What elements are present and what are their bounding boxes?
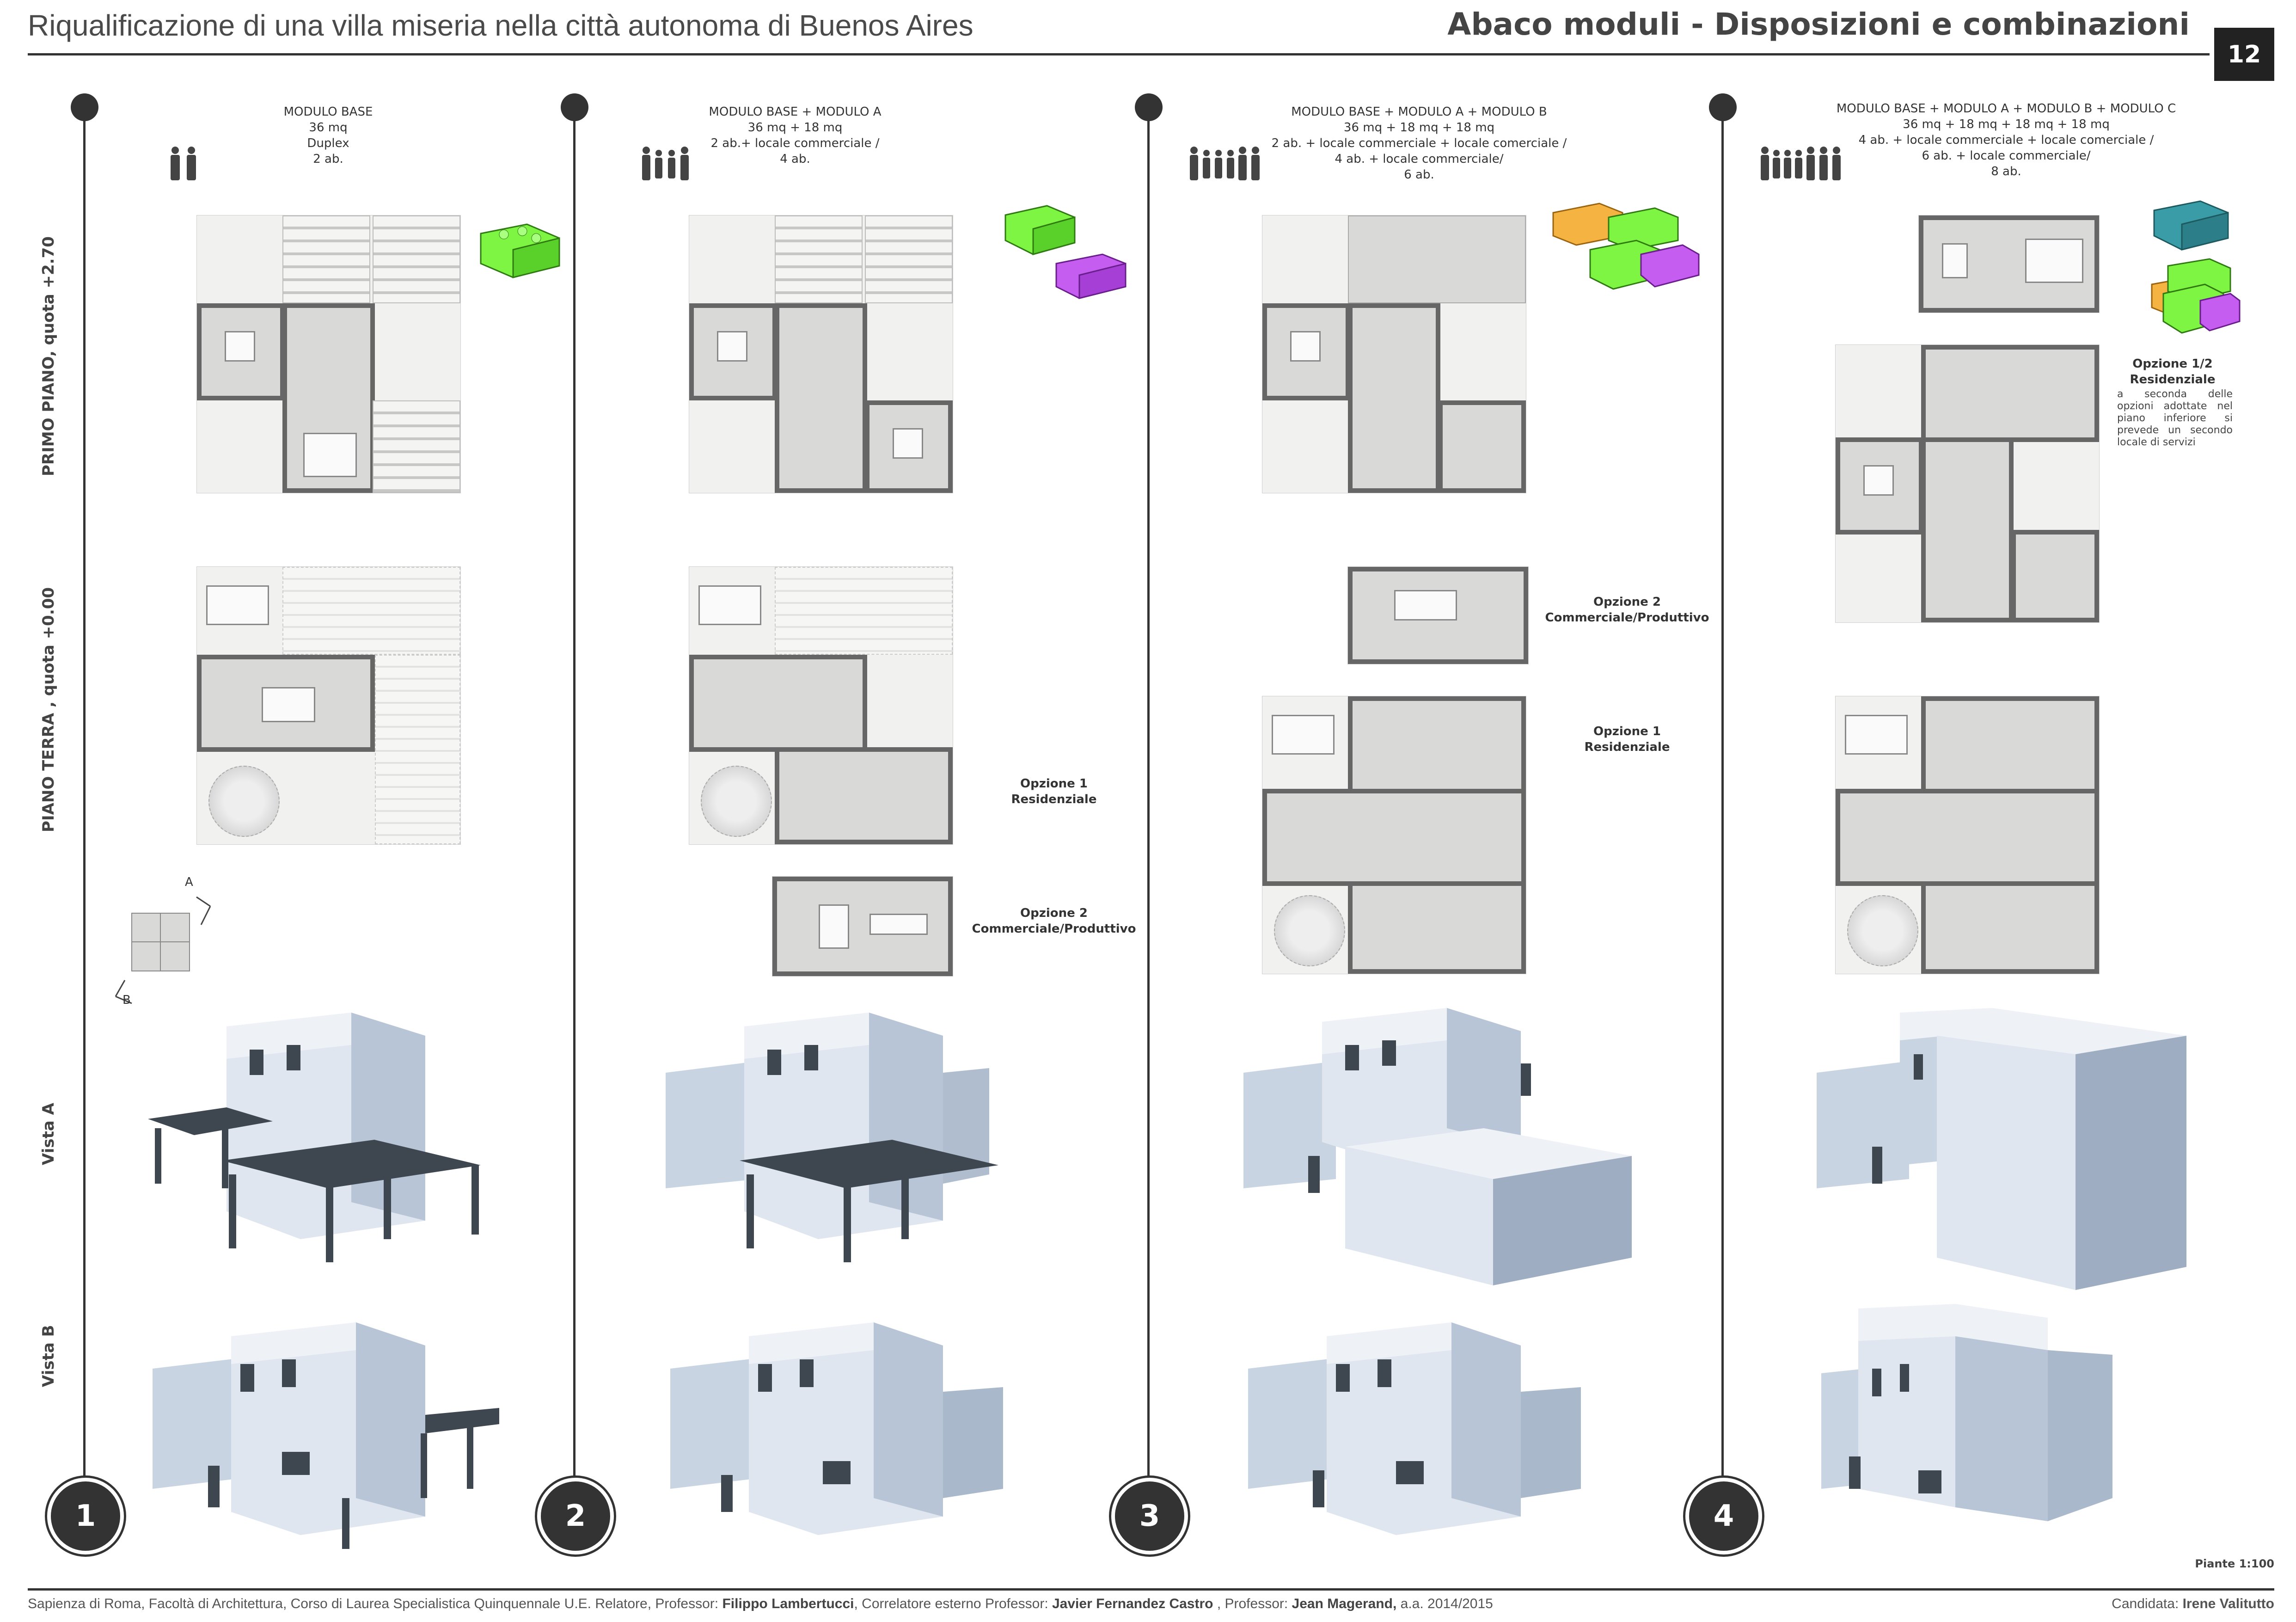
modules-abc-block-icon	[1552, 203, 1700, 290]
footer-candidate: Candidata: Irene Valitutto	[2112, 1596, 2274, 1611]
column-guide-line	[1147, 106, 1150, 1498]
section-title: Abaco moduli - Disposizioni e combinazio…	[1447, 6, 2190, 42]
row-label-view-a: Vista A	[39, 1103, 58, 1165]
ground-floor-plan-2	[689, 566, 953, 845]
occupants-icon	[171, 147, 196, 180]
column-number-4: 4	[1685, 1478, 1762, 1554]
row-label-view-b: Vista B	[39, 1325, 58, 1387]
first-floor-plan-1	[196, 215, 461, 493]
modules-abc-block-icon	[2151, 258, 2241, 334]
first-floor-extra-plan-4	[1918, 215, 2100, 313]
module-title-4: MODULO BASE + MODULO A + MODULO B + MODU…	[1836, 102, 2176, 178]
render-view-b-2	[670, 1322, 1003, 1535]
occupants-icon	[642, 147, 689, 180]
render-view-a-4	[1817, 1008, 2186, 1290]
option-1-2-note: a seconda delle opzioni adottate nel pia…	[2117, 388, 2233, 448]
module-c-block-icon	[2153, 200, 2229, 251]
module-title-3: MODULO BASE + MODULO A + MODULO B 36 mq …	[1271, 105, 1567, 182]
header-rule	[28, 53, 2210, 55]
orientation-label-a: A	[185, 875, 193, 889]
module-title-2: MODULO BASE + MODULO A 36 mq + 18 mq 2 a…	[709, 105, 882, 166]
relatore-name: Filippo Lambertucci	[722, 1596, 854, 1611]
ground-floor-plan-4	[1835, 696, 2100, 974]
column-guide-line	[573, 106, 576, 1498]
first-floor-plan-2	[689, 215, 953, 493]
professor-name: Jean Magerand,	[1292, 1596, 1397, 1611]
column-guide-line	[1721, 106, 1724, 1498]
column-guide-line	[83, 106, 86, 1498]
candidate-name: Irene Valitutto	[2182, 1596, 2274, 1611]
orientation-key	[115, 896, 211, 1004]
column-marker-dot	[561, 93, 588, 121]
correlatore-name: Javier Fernandez Castro	[1052, 1596, 1213, 1611]
option-1-label-col3: Opzione 1 Residenziale	[1584, 725, 1670, 754]
column-number-1: 1	[47, 1478, 124, 1554]
render-view-a-1	[148, 1013, 481, 1262]
first-floor-plan-4	[1835, 344, 2100, 623]
module-base-block-icon	[480, 223, 560, 278]
occupants-icon	[1761, 147, 1841, 180]
ground-floor-plan-1	[196, 566, 461, 845]
module-base-block-icon	[1004, 205, 1076, 255]
scale-note: Piante 1:100	[2195, 1557, 2274, 1570]
page-number-badge: 12	[2214, 28, 2274, 81]
orientation-label-b: B	[122, 993, 131, 1007]
column-number-2: 2	[537, 1478, 614, 1554]
render-view-b-4	[1821, 1304, 2112, 1521]
render-view-b-3	[1248, 1322, 1581, 1535]
option-2-label-col3: Opzione 2 Commerciale/Produttivo	[1545, 595, 1709, 625]
option-2-plan-col2	[772, 876, 953, 977]
option-1-2-label-col4: Opzione 1/2 Residenziale	[2130, 357, 2216, 387]
footer-rule	[28, 1588, 2274, 1591]
option-2-plan-col3	[1347, 566, 1529, 664]
option-2-label-col2: Opzione 2 Commerciale/Produttivo	[972, 906, 1136, 936]
module-a-block-icon	[1055, 253, 1127, 299]
render-view-a-3	[1243, 1008, 1632, 1285]
column-marker-dot	[1709, 93, 1737, 121]
column-number-3: 3	[1111, 1478, 1188, 1554]
footer-credits: Sapienza di Roma, Facoltà di Architettur…	[28, 1596, 1493, 1611]
row-label-first-floor: PRIMO PIANO, quota +2.70	[39, 236, 58, 476]
render-view-b-1	[153, 1322, 499, 1549]
column-marker-dot	[71, 93, 98, 121]
render-view-a-2	[666, 1013, 998, 1262]
option-1-label-col2: Opzione 1 Residenziale	[1011, 777, 1097, 806]
page-title: Riqualificazione di una villa miseria ne…	[28, 9, 974, 42]
row-label-ground-floor: PIANO TERRA , quota +0.00	[39, 587, 58, 832]
occupants-icon	[1190, 147, 1260, 180]
column-marker-dot	[1135, 93, 1163, 121]
module-title-1: MODULO BASE 36 mq Duplex 2 ab.	[283, 105, 373, 166]
first-floor-plan-3	[1262, 215, 1526, 493]
ground-floor-plan-3	[1262, 696, 1526, 974]
